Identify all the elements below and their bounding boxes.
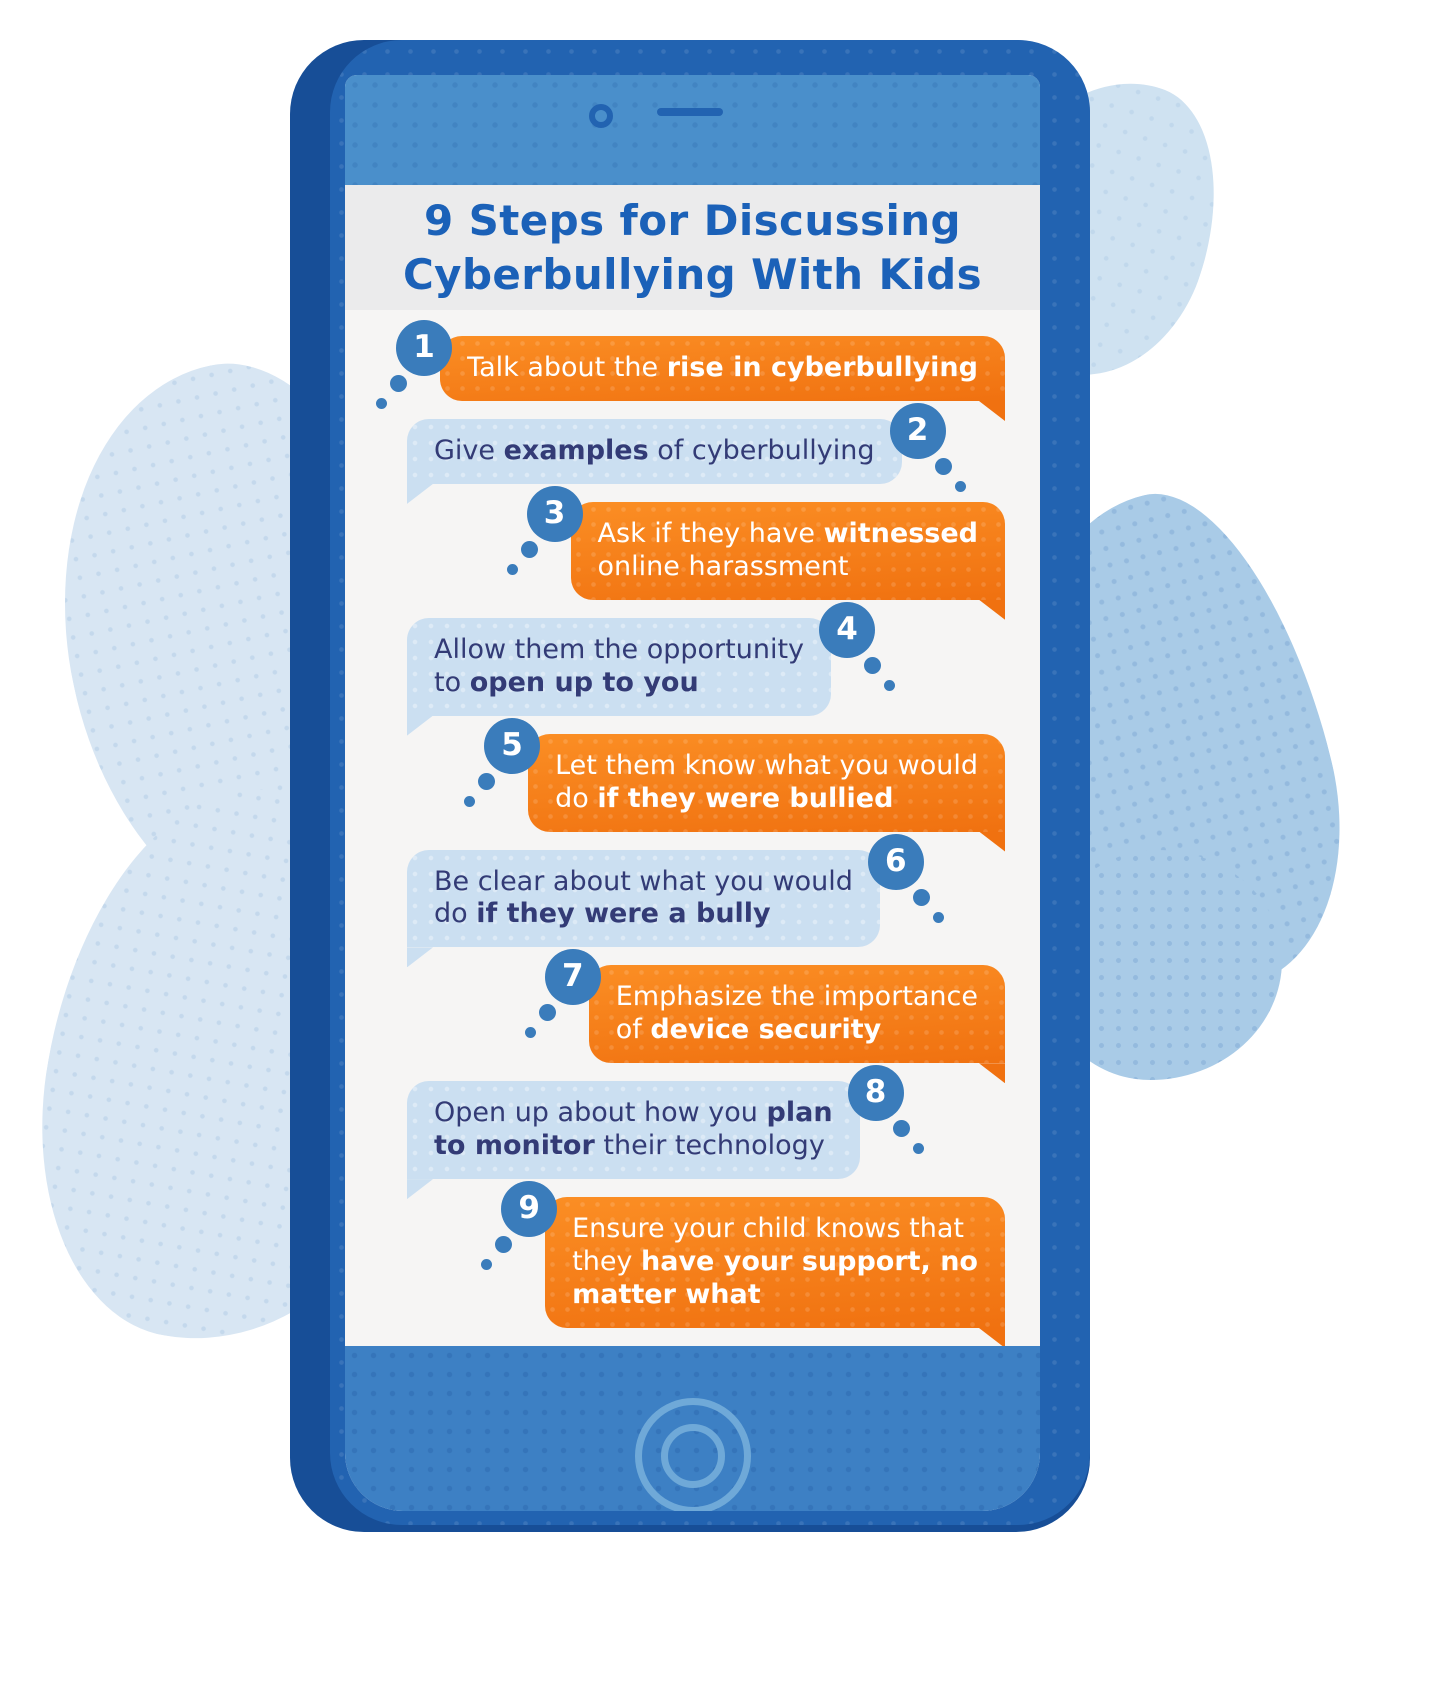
badge-dot bbox=[520, 540, 538, 558]
step-number-badge: 1 bbox=[376, 320, 453, 409]
infographic-title: 9 Steps for Discussing Cyberbullying Wit… bbox=[402, 195, 983, 299]
step-number: 6 bbox=[885, 842, 907, 879]
bubble-tail bbox=[979, 1063, 1005, 1084]
bubble-text: Ensure your child knows that they have y… bbox=[572, 1213, 978, 1310]
bubble-text: Let them know what you would do if they … bbox=[555, 749, 978, 814]
badge-dot bbox=[464, 795, 476, 807]
badge-dot bbox=[912, 1143, 924, 1155]
badge-dot bbox=[478, 772, 496, 790]
step-number: 8 bbox=[864, 1074, 887, 1111]
step-number-badge: 4 bbox=[819, 601, 896, 691]
bubble-text: Allow them the opportunity to open up to… bbox=[434, 633, 805, 698]
badge-dot bbox=[481, 1259, 493, 1271]
step-number-badge: 7 bbox=[524, 949, 601, 1039]
step-number: 1 bbox=[413, 329, 435, 366]
bubble-text: Emphasize the importance of device secur… bbox=[615, 981, 978, 1046]
bubble-text: Be clear about what you would do if they… bbox=[434, 865, 853, 930]
bubble-text: Open up about how you plan to monitor th… bbox=[434, 1097, 833, 1162]
bubble-tail bbox=[407, 1179, 433, 1200]
badge-dot bbox=[912, 888, 930, 906]
badge-dot bbox=[934, 457, 952, 475]
chat-bubble-step-6: 6 Be clear about what you would do if the… bbox=[407, 833, 944, 968]
badge-dot bbox=[538, 1004, 556, 1022]
step-number-badge: 6 bbox=[867, 833, 944, 923]
bubble-tail bbox=[979, 400, 1005, 421]
bubble-tail bbox=[979, 831, 1005, 852]
badge-dot bbox=[884, 679, 896, 691]
speaker-icon bbox=[657, 108, 723, 116]
step-number-badge: 5 bbox=[464, 717, 541, 807]
phone-home-band bbox=[345, 1345, 1040, 1511]
badge-dot bbox=[954, 480, 966, 492]
step-number: 9 bbox=[518, 1190, 540, 1227]
bubble-text: Ask if they have witnessed online harass… bbox=[597, 517, 978, 582]
bubble-text: Talk about the rise in cyberbullying bbox=[467, 352, 978, 383]
phone-front-face: 9 Steps for Discussing Cyberbullying Wit… bbox=[330, 40, 1090, 1525]
badge-dot bbox=[390, 375, 408, 392]
bubble-tail bbox=[979, 599, 1005, 620]
phone-screen: 9 Steps for Discussing Cyberbullying Wit… bbox=[345, 75, 1040, 1511]
bubble-tail bbox=[407, 715, 433, 736]
step-number-badge: 2 bbox=[889, 402, 966, 492]
phone-status-band bbox=[345, 75, 1040, 185]
phone-mockup: 9 Steps for Discussing Cyberbullying Wit… bbox=[290, 40, 1090, 1532]
badge-dot bbox=[864, 656, 882, 674]
title-band: 9 Steps for Discussing Cyberbullying Wit… bbox=[345, 185, 1040, 310]
home-button-inner-ring bbox=[660, 1423, 725, 1488]
step-number-badge: 3 bbox=[506, 485, 583, 575]
badge-dot bbox=[376, 398, 388, 409]
badge-dot bbox=[495, 1236, 513, 1254]
chat-row: 6 Be clear about what you would do if the… bbox=[345, 833, 1040, 968]
home-button-icon bbox=[634, 1397, 751, 1511]
badge-dot bbox=[892, 1120, 910, 1138]
step-number: 5 bbox=[501, 726, 523, 763]
camera-icon bbox=[589, 104, 613, 128]
step-number: 4 bbox=[836, 610, 858, 647]
bubble-tail bbox=[407, 947, 433, 968]
bubble-tail bbox=[407, 483, 433, 504]
step-number-badge: 9 bbox=[481, 1181, 558, 1271]
step-number: 7 bbox=[561, 958, 584, 995]
badge-dot bbox=[524, 1027, 536, 1039]
step-number-badge: 8 bbox=[847, 1065, 924, 1155]
step-number: 3 bbox=[543, 494, 566, 531]
bubble-tail bbox=[979, 1327, 1005, 1348]
bubble-text: Give examples of cyberbullying bbox=[434, 434, 875, 466]
step-number: 2 bbox=[906, 412, 929, 449]
badge-dot bbox=[932, 911, 944, 923]
badge-dot bbox=[506, 563, 518, 575]
